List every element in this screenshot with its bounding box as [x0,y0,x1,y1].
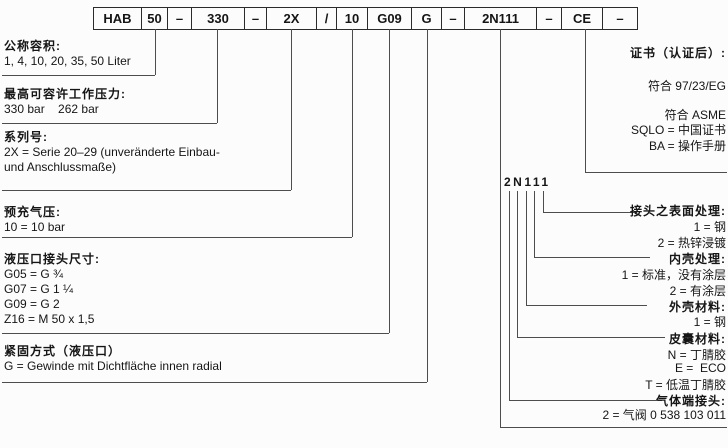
block-series-line-1: 2X = Serie 20–29 (unveränderte Einbau- [4,145,220,159]
certificates-line-3: SQLO = 中国证书 [630,123,726,137]
code-segment-slash: / [317,7,337,30]
subcode-gasend-value-1: 2 = 气阀 0 538 103 011 [602,408,726,422]
block-portsize-line-4: Z16 = M 50 x 1,5 [4,312,95,326]
block-precharge: 预充气压: 10 = 10 bar [4,205,65,235]
model-code-row: HAB 50 – 330 – 2X / 10 G09 G – 2N111 – C… [93,7,638,30]
underline-certificate [585,172,727,173]
subcode-innershell-hline [534,257,650,258]
block-fastening: 紧固方式（液压口） G = Gewinde mit Dichtfläche in… [4,344,222,374]
certificates-line-4: BA = 操作手册 [648,139,726,153]
subcode-outershell-title: 外壳材料: [669,300,726,314]
subcode-surface-hline [543,212,637,213]
code-segment-port-size: G09 [368,7,412,30]
code-segment-dash-1: – [168,7,192,30]
block-portsize: 液压口接头尺寸: G05 = G ¾ G07 = G 1 ¼ G09 = G 2… [4,252,100,327]
subcode-label: 2N111 [504,175,551,189]
subcode-surface-value-1: 1 = 钢 [693,220,726,234]
block-portsize-title: 液压口接头尺寸: [4,252,100,266]
subcode-bladder-hline [517,337,665,338]
subcode-surface-value-2: 2 = 热锌浸镀 [657,236,726,250]
block-precharge-line: 10 = 10 bar [4,220,66,234]
subcode-gasend-title: 气体端接头: [656,394,726,408]
underline-volume [2,75,155,76]
subcode-char1-vline [509,191,510,400]
connector-subcode-vline [500,29,501,427]
subcode-bladder-title: 皮囊材料: [669,332,726,346]
block-portsize-line-3: G09 = G 2 [4,297,60,311]
subcode-gasend-hline [509,400,662,401]
underline-subcode-block [500,427,727,428]
block-pressure-line: 330 bar 262 bar [4,102,99,116]
block-fastening-line: G = Gewinde mit Dichtfläche innen radial [4,359,222,373]
connector-portsize-vline [389,29,390,333]
subcode-outershell-hline [526,305,647,306]
certificates-line-1: 符合 97/23/EG [647,79,726,93]
code-segment-dash-2: – [245,7,267,30]
block-portsize-line-2: G07 = G 1 ¼ [4,282,74,296]
code-segment-hab: HAB [93,7,142,30]
block-fastening-title: 紧固方式（液压口） [4,344,122,358]
subcode-innershell-title: 内壳处理: [669,252,726,266]
subcode-bladder-value-3: T = 低温丁腈胶 [645,378,726,392]
connector-certificate-vline [585,29,586,172]
certificates-title: 证书（认证后）: [630,46,726,60]
code-segment-dash-4: – [537,7,562,30]
connector-pressure-vline [217,29,218,123]
block-volume-title: 公称容积: [4,39,61,53]
block-pressure-title: 最高可容许工作压力: [4,87,126,101]
subcode-innershell-value-1: 1 = 标准，没有涂层 [621,268,726,282]
connector-volume-vline [155,29,156,75]
code-segment-dash-5: – [603,7,638,30]
underline-fastening [2,382,427,383]
code-segment-pressure: 330 [192,7,245,30]
block-precharge-title: 预充气压: [4,205,61,219]
block-volume-line: 1, 4, 10, 20, 35, 50 Liter [4,54,131,68]
subcode-bladder-value-2: E = ECO [674,361,726,375]
block-series-title: 系列号: [4,130,48,144]
subcode-char3-vline [526,191,527,305]
code-segment-subcode: 2N111 [465,7,537,30]
subcode-surface-title: 接头之表面处理: [630,204,726,218]
subcode-bladder-value-1: N = 丁腈胶 [667,348,726,362]
code-segment-precharge: 10 [337,7,368,30]
subcode-char4-vline [534,191,535,257]
block-series: 系列号: 2X = Serie 20–29 (unveränderte Einb… [4,130,220,175]
code-segment-fastening: G [412,7,442,30]
connector-precharge-vline [352,29,353,237]
underline-portsize [2,333,389,334]
certificates-line-2: 符合 ASME [664,108,726,122]
code-segment-certificate: CE [562,7,603,30]
block-volume: 公称容积: 1, 4, 10, 20, 35, 50 Liter [4,39,131,69]
subcode-char2-vline [517,191,518,337]
code-segment-dash-3: – [442,7,465,30]
subcode-outershell-value-1: 1 = 钢 [693,315,726,329]
connector-series-vline [291,29,292,190]
code-segment-volume: 50 [142,7,168,30]
underline-series [2,190,291,191]
underline-pressure [2,123,217,124]
code-segment-series: 2X [267,7,317,30]
connector-fastening-vline [427,29,428,382]
block-pressure: 最高可容许工作压力: 330 bar 262 bar [4,87,126,117]
block-series-line-2: und Anschlussmaße) [4,160,117,174]
subcode-innershell-value-2: 2 = 有涂层 [669,284,726,298]
subcode-char5-vline [543,191,544,212]
underline-precharge [2,237,352,238]
block-portsize-line-1: G05 = G ¾ [4,267,64,281]
